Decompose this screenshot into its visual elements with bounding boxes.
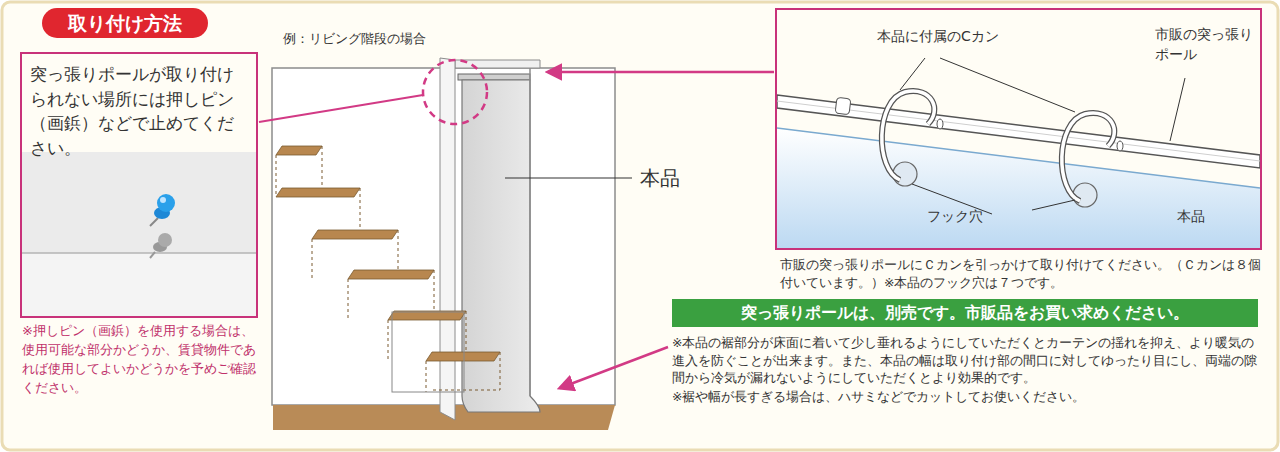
room bbox=[272, 58, 615, 430]
wall bbox=[22, 152, 256, 316]
wall-lower bbox=[22, 253, 256, 316]
node-text: 本品 bbox=[1177, 206, 1237, 226]
rail bbox=[458, 74, 530, 80]
pushpin-grey bbox=[150, 233, 172, 258]
leader-line bbox=[505, 177, 632, 178]
note-text: ※本品の裾部分が床面に着いて少し垂れるようにしていただくとカーテンの揺れを抑え、… bbox=[672, 334, 1264, 387]
detail-box: 本品に付属のCカン 市販の突っ張りポールフック穴 本品 bbox=[775, 8, 1262, 250]
callout-arrow bbox=[548, 71, 774, 74]
stair-risers bbox=[276, 146, 500, 392]
title-badge: 取り付け方法 bbox=[42, 8, 208, 38]
notice-banner: 突っ張りポールは、別売です。市販品をお買い求めください。 bbox=[672, 299, 1258, 327]
node-text: フック穴 bbox=[927, 206, 1007, 226]
focus-circle bbox=[423, 60, 487, 124]
note-text: 市販の突っ張りポールにＣカンを引っかけて取り付けてください。（Ｃカンは８個付いて… bbox=[780, 256, 1262, 291]
wall-edge bbox=[22, 252, 256, 254]
node-text: 突っ張りポールは、別売です。市販品をお買い求めください。 bbox=[672, 302, 1258, 324]
callout-line bbox=[259, 95, 423, 122]
pushpin-blue bbox=[150, 194, 175, 226]
node-text: 市販の突っ張りポール bbox=[1155, 24, 1259, 65]
part-label: 本品 bbox=[640, 164, 700, 193]
callout-arrow bbox=[560, 347, 668, 388]
node-text: 本品に付属のCカン bbox=[877, 26, 1047, 46]
curtain bbox=[462, 80, 540, 412]
leader-lines bbox=[900, 58, 1185, 214]
instruction-box: 突っ張りポールが取り付けられない場所には押しピン（画鋲）などで止めてください。 bbox=[20, 52, 258, 318]
detail-view bbox=[777, 91, 1260, 248]
landing bbox=[392, 312, 464, 392]
pole bbox=[777, 95, 1260, 168]
note-text: 例：リビング階段の場合 bbox=[283, 30, 503, 49]
node-text: 突っ張りポールが取り付けられない場所には押しピン（画鋲）などで止めてください。 bbox=[30, 62, 250, 161]
note-text: ※裾や幅が長すぎる場合は、ハサミなどでカットしてお使いください。 bbox=[672, 388, 1264, 406]
note-text: ※押しピン（画鋲）を使用する場合は、使用可能な部分かどうか、賃貸物件であれば使用… bbox=[22, 322, 258, 397]
